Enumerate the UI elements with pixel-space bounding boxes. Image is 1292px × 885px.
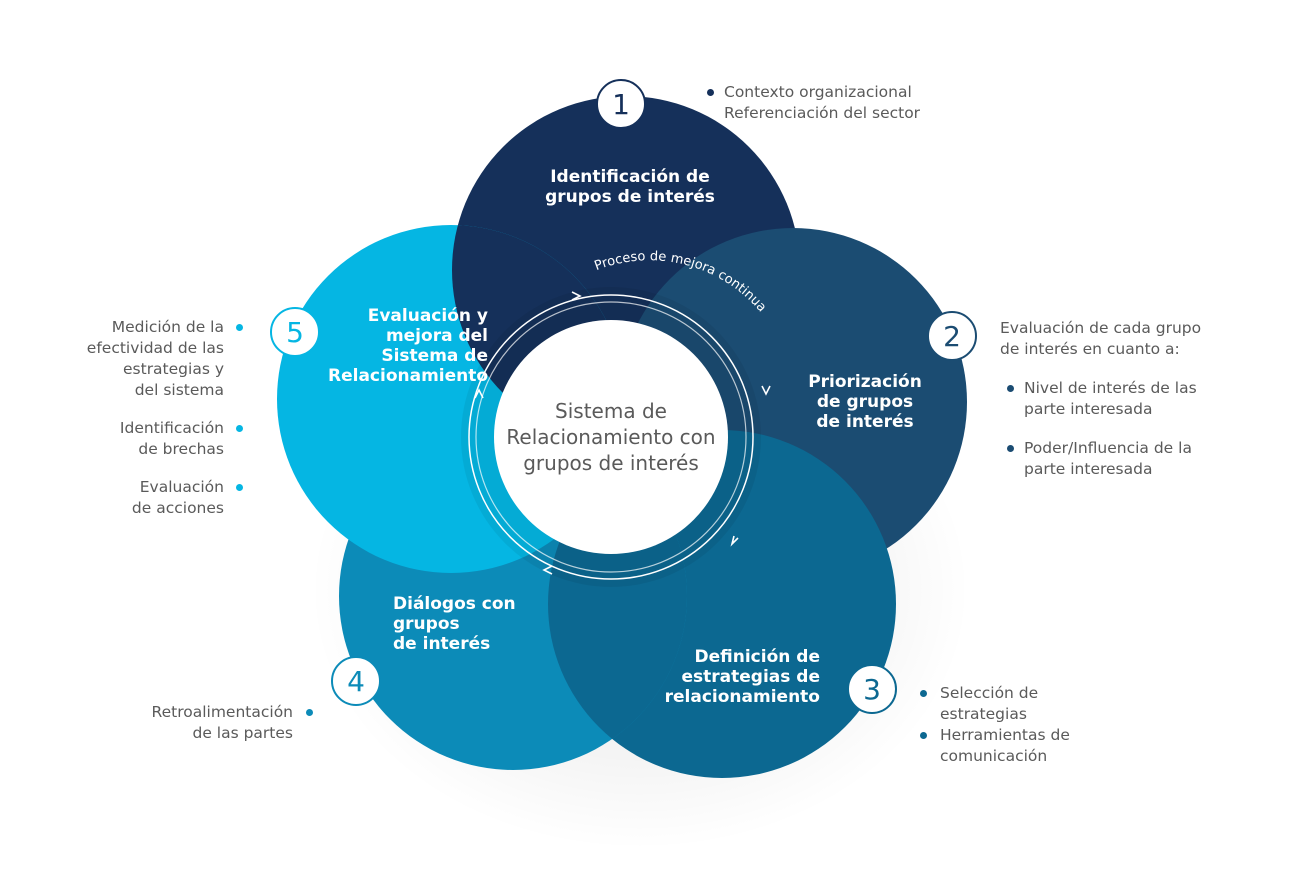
note-line: efectividad de las — [86, 339, 224, 357]
stage-4-title-line: grupos — [393, 614, 460, 634]
stage-3-title-line: relacionamiento — [664, 687, 820, 707]
stage-3-note: Selección de estrategias — [920, 683, 1140, 725]
stage-5-number: 5 — [286, 315, 304, 349]
stage-3-number-badge: 3 — [847, 664, 897, 714]
stage-3-title: Definición de estrategias de relacionami… — [640, 647, 820, 707]
bullet-dot-icon — [1007, 445, 1014, 452]
center-label-line: grupos de interés — [523, 451, 699, 475]
ring-arrow — [474, 388, 484, 399]
note-line: Nivel de interés de las — [1024, 379, 1197, 397]
note-line: Herramientas de — [940, 726, 1070, 744]
stage-4-notes: Retroalimentación de las partes — [100, 702, 313, 744]
note-line: Retroalimentación — [151, 703, 293, 721]
stage-5-number-badge: 5 — [270, 307, 320, 357]
stage-1-number-badge: 1 — [596, 79, 646, 129]
process-ring-inner — [475, 301, 747, 573]
note-line: Selección de — [940, 684, 1039, 702]
stage-5-note: Evaluación de acciones — [60, 477, 243, 519]
stage-2-intro: Evaluación de cada grupo de interés en c… — [1000, 318, 1230, 360]
stage-3-number: 3 — [863, 672, 881, 706]
note-line: Poder/Influencia de la — [1024, 439, 1192, 457]
center-circle — [494, 320, 728, 554]
stage-2-title-line: de grupos — [816, 392, 914, 412]
bullet-dot-icon — [306, 709, 313, 716]
bullet-dot-icon — [920, 690, 927, 697]
stage-5-title-line: Relacionamiento — [328, 366, 489, 386]
stage-4-number: 4 — [347, 664, 365, 698]
stage-2-title-line: Priorización — [808, 372, 922, 392]
stage-1-note: Contexto organizacional Referenciación d… — [707, 82, 984, 124]
note-line: Identificación — [119, 419, 224, 437]
stage-2-title: Priorización de grupos de interés — [790, 372, 940, 432]
ring-arrow — [571, 291, 582, 301]
stage-5-note: Identificación de brechas — [60, 418, 243, 460]
note-line: Evaluación — [139, 478, 224, 496]
stage-2-notes: Evaluación de cada grupo de interés en c… — [1000, 318, 1230, 480]
bullet-dot-icon — [707, 89, 714, 96]
ring-arrow — [730, 535, 739, 547]
stage-2-note: Nivel de interés de las parte interesada — [1007, 378, 1230, 420]
stage-2-number-badge: 2 — [927, 311, 977, 361]
note-line: de interés en cuanto a: — [1000, 340, 1180, 358]
bullet-dot-icon — [1007, 385, 1014, 392]
stage-3-title-line: estrategias de — [681, 667, 821, 687]
note-line: estrategias y — [123, 360, 224, 378]
stage-5-notes: Medición de la efectividad de las estrat… — [60, 317, 243, 519]
stage-3-notes: Selección de estrategias Herramientas de… — [920, 683, 1140, 767]
stage-4-title-line: de interés — [393, 634, 491, 654]
stage-4-title-line: Diálogos con — [393, 594, 516, 614]
note-line: parte interesada — [1024, 460, 1153, 478]
center-label-line: Sistema de — [555, 399, 667, 423]
stage-3-title-line: Definición de — [694, 647, 820, 667]
stage-5-note: Medición de la efectividad de las estrat… — [60, 317, 243, 401]
stage-1-title-line: grupos de interés — [545, 187, 715, 207]
overlap-sky-navy — [452, 225, 625, 444]
bullet-dot-icon — [236, 425, 243, 432]
stage-1-number: 1 — [612, 87, 630, 121]
stage-4-note: Retroalimentación de las partes — [100, 702, 313, 744]
note-line: comunicación — [940, 747, 1048, 765]
note-line: Referenciación del sector — [724, 104, 921, 122]
center-label: Sistema de Relacionamiento con grupos de… — [496, 398, 726, 476]
stage-5-title: Evaluación y mejora del Sistema de Relac… — [328, 306, 488, 386]
stage-5-title-line: Evaluación y — [367, 306, 488, 326]
note-line: de las partes — [192, 724, 293, 742]
bullet-dot-icon — [236, 484, 243, 491]
bullet-dot-icon — [236, 324, 243, 331]
process-ring — [468, 294, 754, 580]
stage-5-title-line: mejora del — [385, 326, 488, 346]
stage-2-title-line: de interés — [816, 412, 914, 432]
ring-arrow — [761, 385, 771, 396]
stage-5-title-line: Sistema de — [381, 346, 488, 366]
note-line: parte interesada — [1024, 400, 1153, 418]
note-line: Evaluación de cada grupo — [1000, 319, 1202, 337]
ring-arrow — [542, 565, 553, 575]
note-line: estrategias — [940, 705, 1027, 723]
stage-4-number-badge: 4 — [331, 656, 381, 706]
stage-2-note: Poder/Influencia de la parte interesada — [1007, 438, 1230, 480]
stage-1-title: Identificación de grupos de interés — [540, 167, 720, 207]
stage-4-title: Diálogos con grupos de interés — [393, 594, 543, 654]
bullet-dot-icon — [920, 732, 927, 739]
stage-1-title-line: Identificación de — [550, 167, 710, 187]
stage-2-number: 2 — [943, 319, 961, 353]
center-label-line: Relacionamiento con — [506, 425, 716, 449]
note-line: Contexto organizacional — [724, 83, 912, 101]
note-line: de acciones — [131, 499, 224, 517]
note-line: Medición de la — [111, 318, 224, 336]
note-line: del sistema — [134, 381, 224, 399]
stage-3-note: Herramientas de comunicación — [920, 725, 1140, 767]
stage-1-notes: Contexto organizacional Referenciación d… — [707, 82, 984, 124]
note-line: de brechas — [138, 440, 224, 458]
